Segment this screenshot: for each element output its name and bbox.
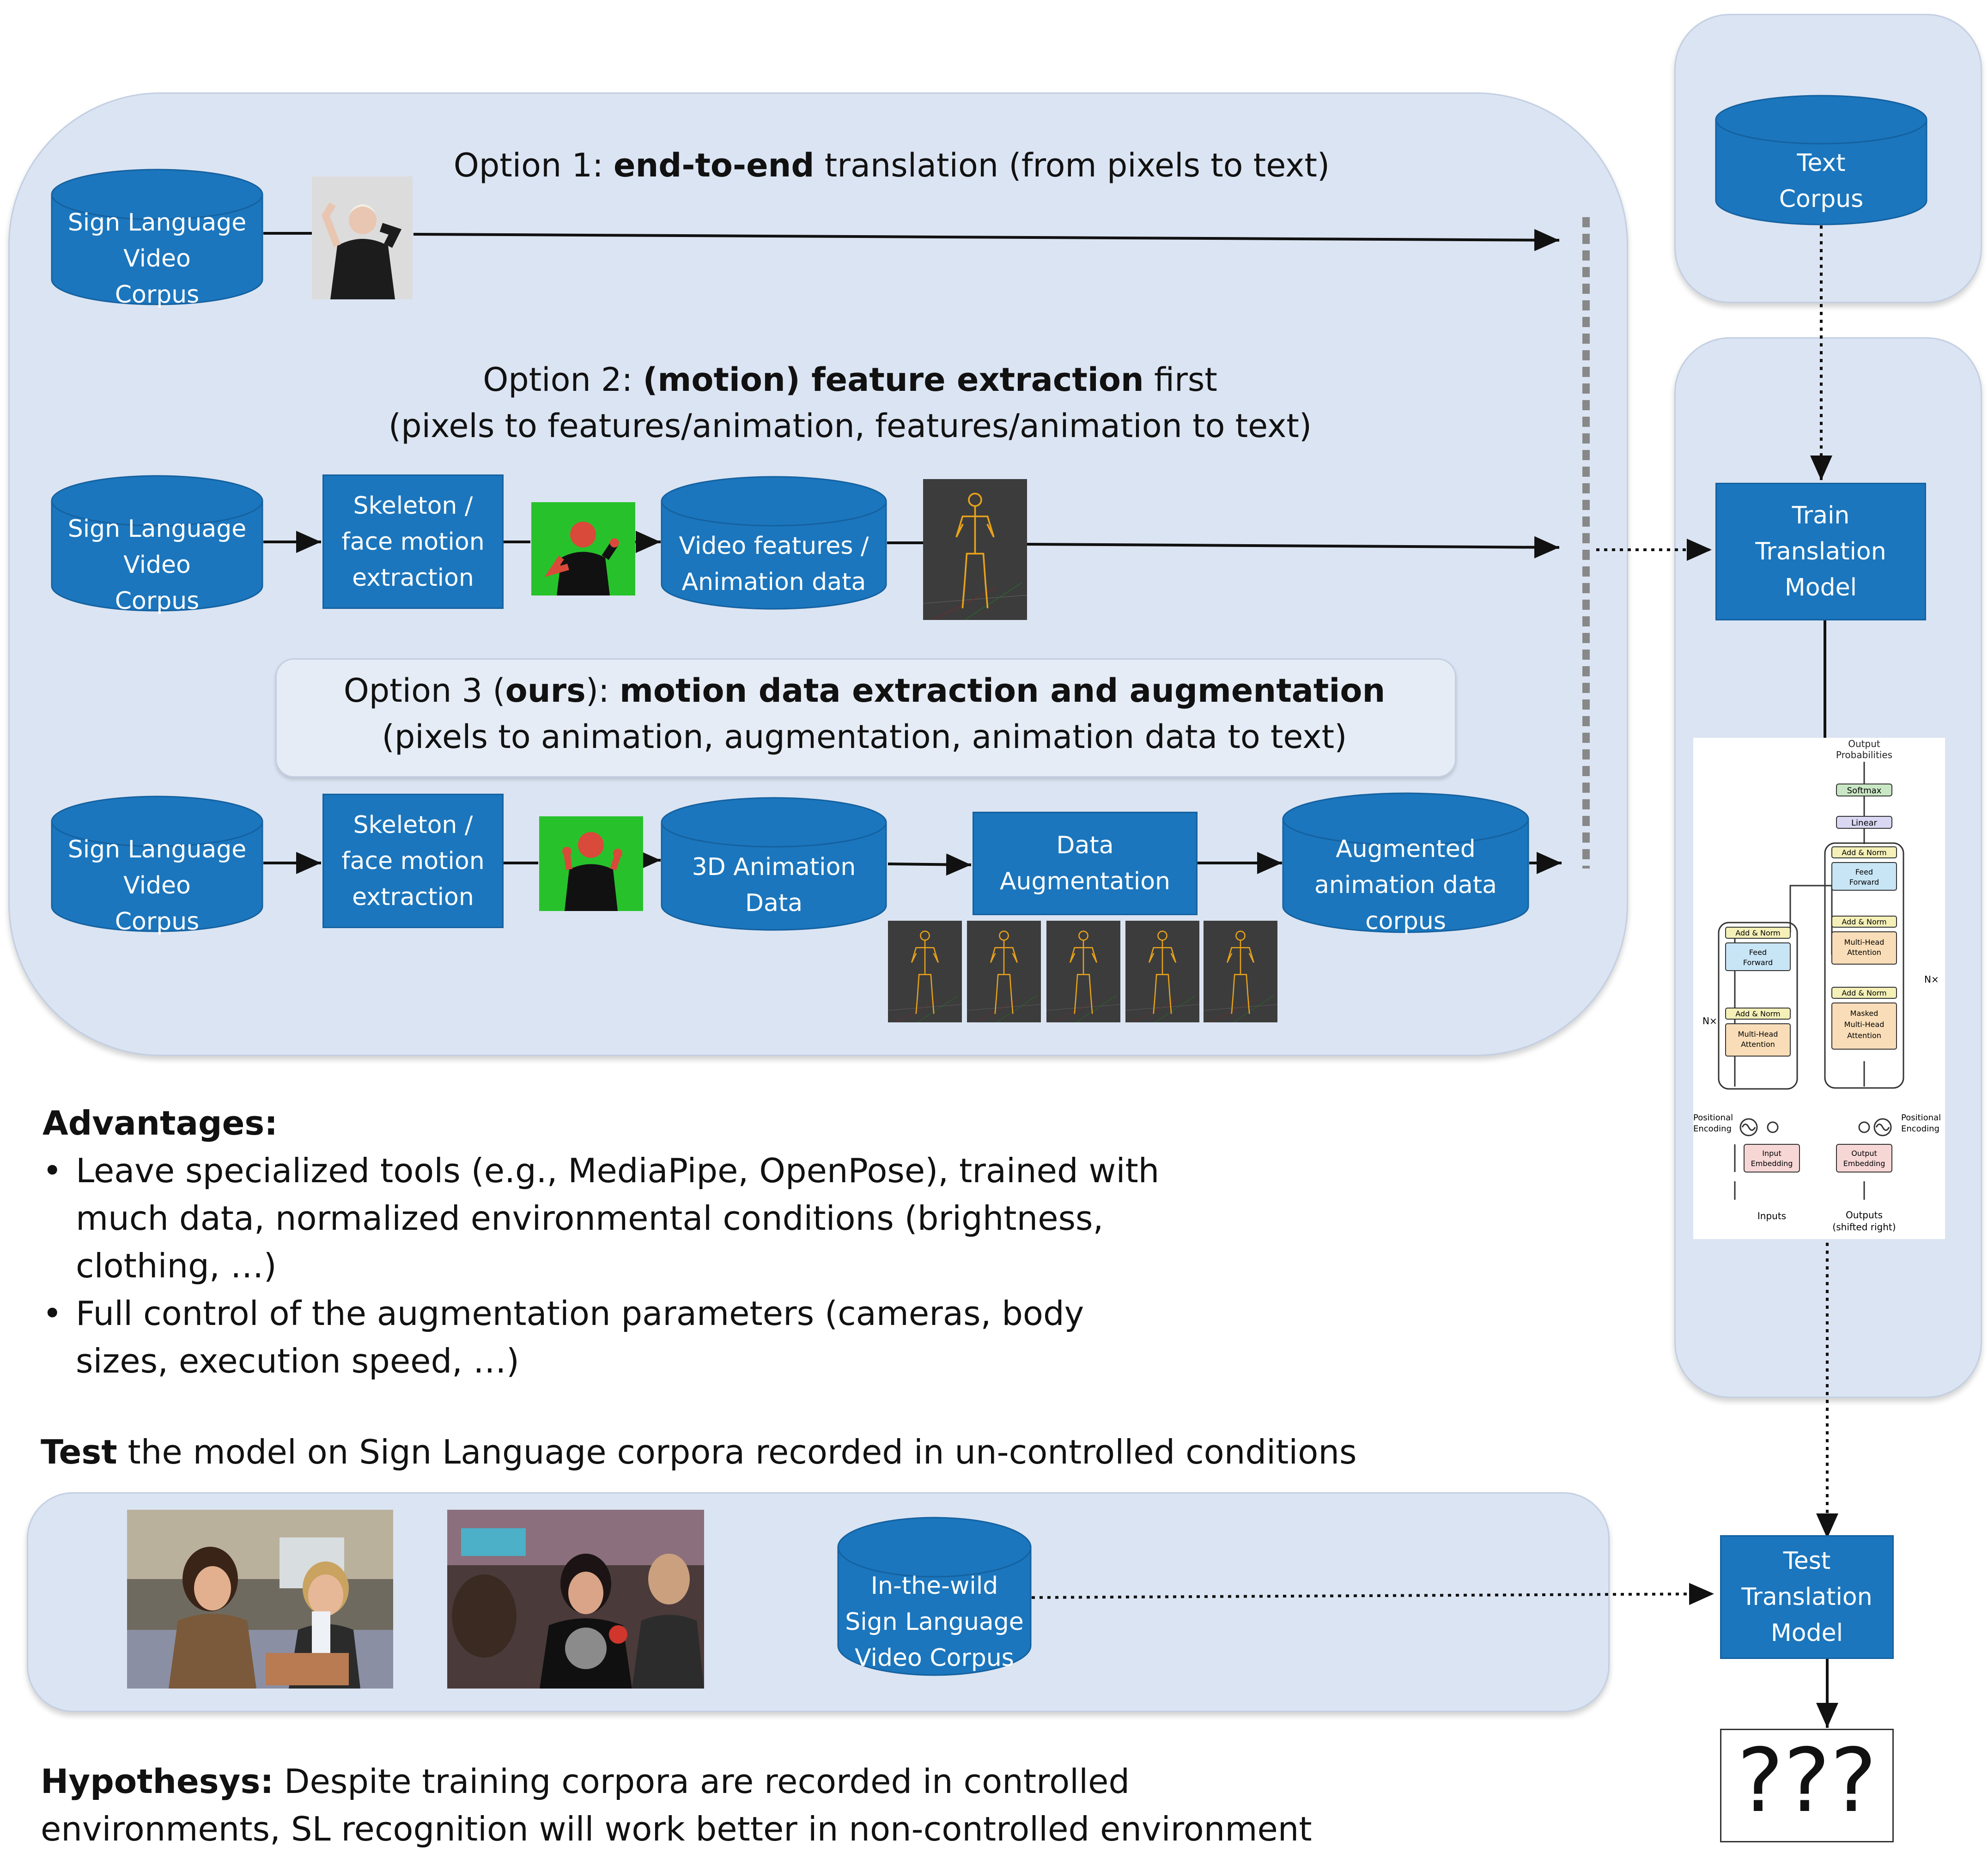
tf-output-probs-2: Probabilities <box>1836 749 1892 760</box>
train-model-box: Train Translation Model <box>1715 483 1926 620</box>
skeleton-render-1 <box>888 921 962 1022</box>
tf-ff-d-1: Feed <box>1855 868 1873 876</box>
option2-title: Option 2: (motion) feature extraction fi… <box>388 361 1312 445</box>
tf-output-probs-1: Output <box>1848 738 1880 749</box>
skeleton-figure <box>1046 921 1120 1022</box>
wild-corpus-cylinder: In-the-wild Sign Language Video Corpus <box>837 1517 1032 1676</box>
text-corpus-cylinder: Text Corpus <box>1715 95 1927 225</box>
sl-corpus-cylinder-2: Sign Language Video Corpus <box>51 475 263 615</box>
crowd-photo <box>127 1510 393 1689</box>
data-augmentation-box: Data Augmentation <box>973 812 1198 915</box>
skeleton-extraction-box-1: Skeleton / face motion extraction <box>322 474 504 609</box>
tf-outputs-1: Outputs <box>1846 1209 1883 1221</box>
test-model-box: Test Translation Model <box>1720 1535 1894 1659</box>
skeleton-figure <box>888 921 962 1022</box>
tf-ff-e-2: Forward <box>1743 958 1773 967</box>
advantages-heading: Advantages: <box>43 1104 278 1142</box>
tf-ff-d-2: Forward <box>1849 878 1879 887</box>
cylinder-shape <box>1282 792 1529 933</box>
tf-mmha-2: Multi-Head <box>1844 1020 1885 1029</box>
skeleton-extraction-box-2: Skeleton / face motion extraction <box>322 794 504 928</box>
tf-pos-enc-r-2: Encoding <box>1901 1124 1939 1134</box>
sl-corpus-cylinder-1: Sign Language Video Corpus <box>51 169 263 309</box>
cylinder-shape <box>51 796 263 932</box>
result-box: ??? <box>1720 1729 1894 1842</box>
tf-nx-right: N× <box>1924 974 1939 985</box>
skeleton-render-3 <box>1046 921 1120 1022</box>
video-features-cylinder: Video features / Animation data <box>661 476 887 610</box>
tf-mha-d-2: Attention <box>1847 948 1881 957</box>
skeleton-render-2 <box>967 921 1041 1022</box>
skeleton-render-4 <box>1125 921 1199 1022</box>
option1-title: Option 1: end-to-end translation (from p… <box>453 146 1330 184</box>
test-line: Test the model on Sign Language corpora … <box>41 1433 1357 1471</box>
skeleton-figure <box>1204 921 1277 1022</box>
option3-title-panel <box>275 658 1456 778</box>
tf-mha-e-2: Attention <box>1741 1040 1775 1049</box>
crowd-photo-2 <box>447 1510 704 1689</box>
skeleton-figure <box>967 921 1041 1022</box>
tf-ff-e-1: Feed <box>1749 948 1767 957</box>
tf-pos-enc-r-1: Positional <box>1901 1113 1941 1123</box>
advantage-item-1: •Leave specialized tools (e.g., MediaPip… <box>43 1151 1160 1285</box>
green-screen-signer-photo-2 <box>539 816 643 911</box>
transformer-diagram: Output Probabilities Softmax Linear Add … <box>1693 738 1945 1239</box>
sl-corpus-cylinder-3: Sign Language Video Corpus <box>51 796 263 936</box>
cylinder-shape <box>661 476 887 610</box>
cylinder-shape <box>51 169 263 305</box>
animation-3d-cylinder: 3D Animation Data <box>661 797 887 931</box>
tf-addnorm-e2: Add & Norm <box>1735 1009 1780 1018</box>
cylinder-shape <box>51 475 263 612</box>
tf-addnorm-e1: Add & Norm <box>1735 929 1780 937</box>
cylinder-shape <box>837 1517 1032 1676</box>
tf-softmax: Softmax <box>1847 786 1882 796</box>
tf-nx-left: N× <box>1702 1015 1717 1027</box>
cylinder-shape <box>661 797 887 931</box>
tf-linear: Linear <box>1851 818 1878 828</box>
tf-mmha-1: Masked <box>1850 1009 1879 1018</box>
advantages-block: Advantages: •Leave specialized tools (e.… <box>43 1100 1198 1385</box>
hypothesis-block: Hypothesys: Despite training corpora are… <box>41 1762 1312 1848</box>
tf-mha-d-1: Multi-Head <box>1844 938 1885 947</box>
skeleton-figure <box>1125 921 1199 1022</box>
tf-pos-enc-l-2: Encoding <box>1693 1124 1732 1134</box>
tf-input-emb-1: Input <box>1762 1149 1781 1158</box>
skeleton-render-5 <box>1204 921 1277 1022</box>
tf-addnorm-d1: Add & Norm <box>1842 848 1886 857</box>
tf-pos-enc-l-1: Positional <box>1693 1113 1733 1123</box>
tf-mmha-3: Attention <box>1847 1031 1881 1040</box>
tf-mha-e-1: Multi-Head <box>1738 1030 1778 1039</box>
tf-addnorm-d3: Add & Norm <box>1842 989 1886 997</box>
tf-inputs: Inputs <box>1757 1210 1786 1221</box>
tf-input-emb-2: Embedding <box>1751 1159 1793 1168</box>
advantage-item-2: •Full control of the augmentation parame… <box>43 1294 1084 1380</box>
green-screen-signer-photo <box>531 502 635 595</box>
augmented-corpus-cylinder: Augmented animation data corpus <box>1282 792 1529 935</box>
person-signing-photo <box>312 176 413 299</box>
tf-addnorm-d2: Add & Norm <box>1842 917 1886 926</box>
transformer-svg: Output Probabilities Softmax Linear Add … <box>1693 738 1941 1233</box>
tf-output-emb-2: Embedding <box>1843 1159 1885 1168</box>
tf-output-emb-1: Output <box>1851 1149 1877 1158</box>
option3-title: Option 3 (ours): motion data extraction … <box>343 672 1386 756</box>
tf-outputs-2: (shifted right) <box>1832 1221 1896 1233</box>
skeleton-render <box>923 479 1027 620</box>
cylinder-shape <box>1715 95 1927 225</box>
skeleton-figure <box>923 479 1027 620</box>
